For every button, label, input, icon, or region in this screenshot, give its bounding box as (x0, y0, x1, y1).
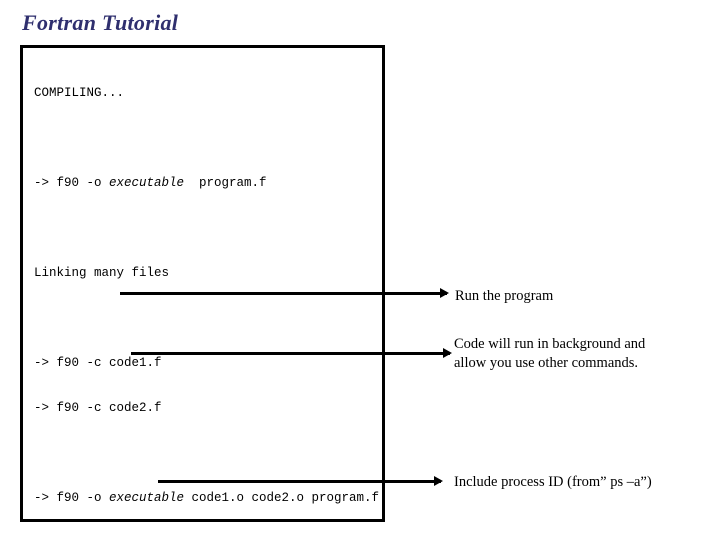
code-seg-italic: executable (109, 176, 185, 190)
page-title: Fortran Tutorial (22, 10, 179, 35)
code-line-blank (34, 131, 434, 146)
code-block-text: COMPILING... -> f90 -o executable progra… (34, 56, 434, 540)
arrow-to-background-note (131, 352, 450, 355)
code-line-blank (34, 536, 434, 540)
code-line: -> f90 -o executable code1.o code2.o pro… (34, 491, 434, 506)
code-block-frame (20, 45, 385, 522)
arrow-head-icon (440, 288, 449, 298)
code-seg-post: code1.o code2.o program.f (184, 491, 380, 505)
annotation-background: Code will run in background and allow yo… (454, 335, 645, 373)
code-line: -> f90 -o executable program.f (34, 176, 434, 191)
annotation-line: Run the program (455, 288, 554, 304)
code-seg-pre: -> f90 -o (34, 176, 110, 190)
code-line: -> f90 -c code1.f (34, 356, 162, 370)
code-line: Linking many files (34, 266, 170, 280)
annotation-line: allow you use other commands. (454, 355, 639, 371)
code-line-blank (34, 311, 434, 326)
code-line: -> f90 -c code2.f (34, 401, 162, 415)
code-seg-italic: executable (109, 491, 185, 505)
arrow-to-run-the-program (120, 292, 447, 295)
code-seg-pre: -> f90 -o (34, 491, 110, 505)
code-line: COMPILING... (34, 86, 125, 100)
annotation-run-the-program: Run the program (455, 287, 553, 306)
arrow-head-icon (443, 348, 452, 358)
code-line-blank (34, 221, 434, 236)
annotation-process-id: Include process ID (from” ps –a”) (454, 473, 652, 492)
code-line-blank (34, 446, 434, 461)
arrow-head-icon (434, 476, 443, 486)
annotation-line: Include process ID (from” ps –a”) (454, 474, 652, 490)
code-seg-post: program.f (184, 176, 267, 190)
arrow-to-process-id-note (158, 480, 441, 483)
annotation-line: Code will run in background and (454, 336, 646, 352)
